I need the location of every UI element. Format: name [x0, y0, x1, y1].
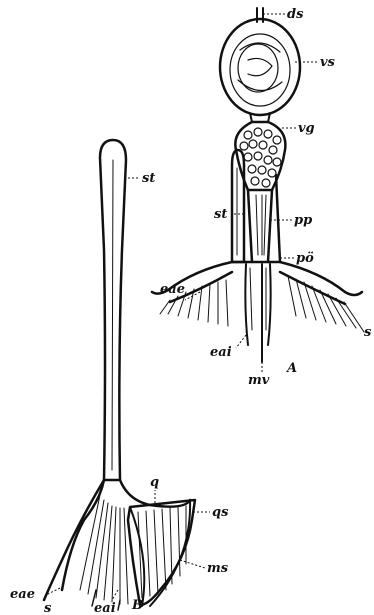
label-po: pö	[296, 251, 314, 266]
stylet-a	[232, 150, 244, 262]
label-ds: ds	[287, 7, 304, 22]
label-q: q	[150, 475, 159, 490]
pars-prostatica	[248, 190, 272, 262]
label-eae-b: eae	[10, 587, 35, 602]
label-mv: mv	[248, 373, 270, 388]
label-s-a: s	[364, 325, 372, 340]
panel-letter-a: A	[285, 361, 297, 376]
label-eai-a: eai	[210, 345, 232, 360]
label-vs: vs	[320, 55, 336, 70]
label-st-a: st	[214, 207, 227, 222]
label-vg: vg	[298, 121, 315, 136]
label-eai-b: eai	[94, 601, 116, 615]
internal-appendage	[245, 264, 270, 362]
label-st-b: st	[142, 171, 155, 186]
panel-a: ds vs vg pp st pö eae s eai mv A	[152, 7, 372, 388]
label-ms: ms	[207, 561, 229, 576]
label-qs: qs	[212, 505, 229, 520]
label-eae-a: eae	[160, 282, 185, 297]
panel-b: st q qs ms eae s eai B	[10, 140, 229, 615]
label-pp: pp	[294, 213, 312, 228]
label-s-b: s	[44, 601, 52, 615]
panel-letter-b: B	[131, 598, 143, 613]
